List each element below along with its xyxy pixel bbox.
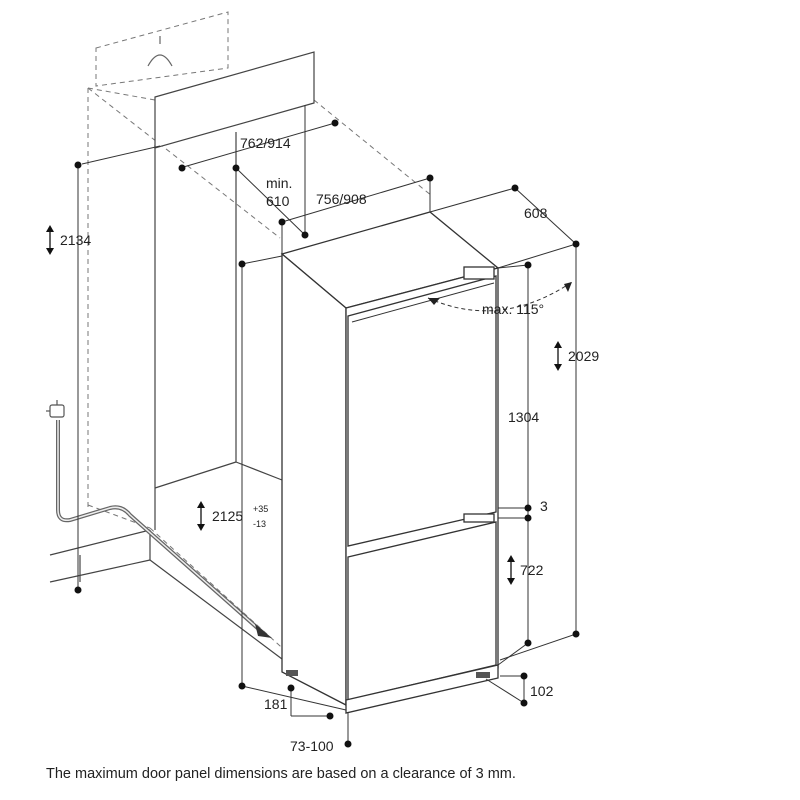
- dim-tolerance-minus: -13: [253, 519, 266, 529]
- fridge-foot: [476, 672, 490, 678]
- dimension-points: [74, 119, 580, 748]
- dim-niche-height-range: 2125: [212, 508, 243, 524]
- dim-niche-width: 756/908: [316, 191, 367, 207]
- wall-lines: [49, 132, 291, 666]
- refrigerator: [280, 211, 500, 714]
- door-hinge: [463, 266, 495, 280]
- double-arrow-icon: [507, 555, 515, 585]
- dim-door-gap: 3: [540, 498, 548, 514]
- double-arrow-icon: [46, 225, 54, 255]
- water-pipe: [56, 420, 272, 638]
- top-cabinet: [154, 51, 315, 149]
- dim-plinth-depth: 181: [264, 696, 288, 712]
- fridge-door: [347, 275, 497, 547]
- dim-door-angle: max. 115°: [482, 301, 544, 317]
- dim-tolerance-plus: +35: [253, 504, 268, 514]
- dimension-lines: [77, 105, 577, 744]
- fridge-side: [281, 252, 347, 707]
- double-arrow-icon: [197, 501, 205, 531]
- fridge-foot: [286, 670, 298, 676]
- tap-icon: [46, 400, 65, 418]
- dim-appliance-height: 2029: [568, 348, 599, 364]
- dim-fridge-door-height: 1304: [508, 409, 539, 425]
- double-arrow-icon: [554, 341, 562, 371]
- dim-appliance-depth: 608: [524, 205, 548, 221]
- arc-arrow: [564, 282, 572, 292]
- dim-niche-height: 2134: [60, 232, 91, 248]
- dim-min-depth: 610: [266, 193, 290, 209]
- door-hinge-lower: [463, 513, 495, 523]
- socket-icon: [147, 36, 173, 67]
- door-swing-arc: [427, 281, 573, 312]
- arc-arrow: [428, 298, 440, 305]
- dim-min-label: min.: [266, 175, 292, 191]
- dim-plinth-height-range: 73-100: [290, 738, 334, 754]
- diagram-caption: The maximum door panel dimensions are ba…: [46, 766, 516, 782]
- fridge-plinth: [345, 664, 499, 714]
- dim-freezer-door-height: 722: [520, 562, 544, 578]
- dim-plinth-height: 102: [530, 683, 554, 699]
- dim-opening-width: 762/914: [240, 135, 291, 151]
